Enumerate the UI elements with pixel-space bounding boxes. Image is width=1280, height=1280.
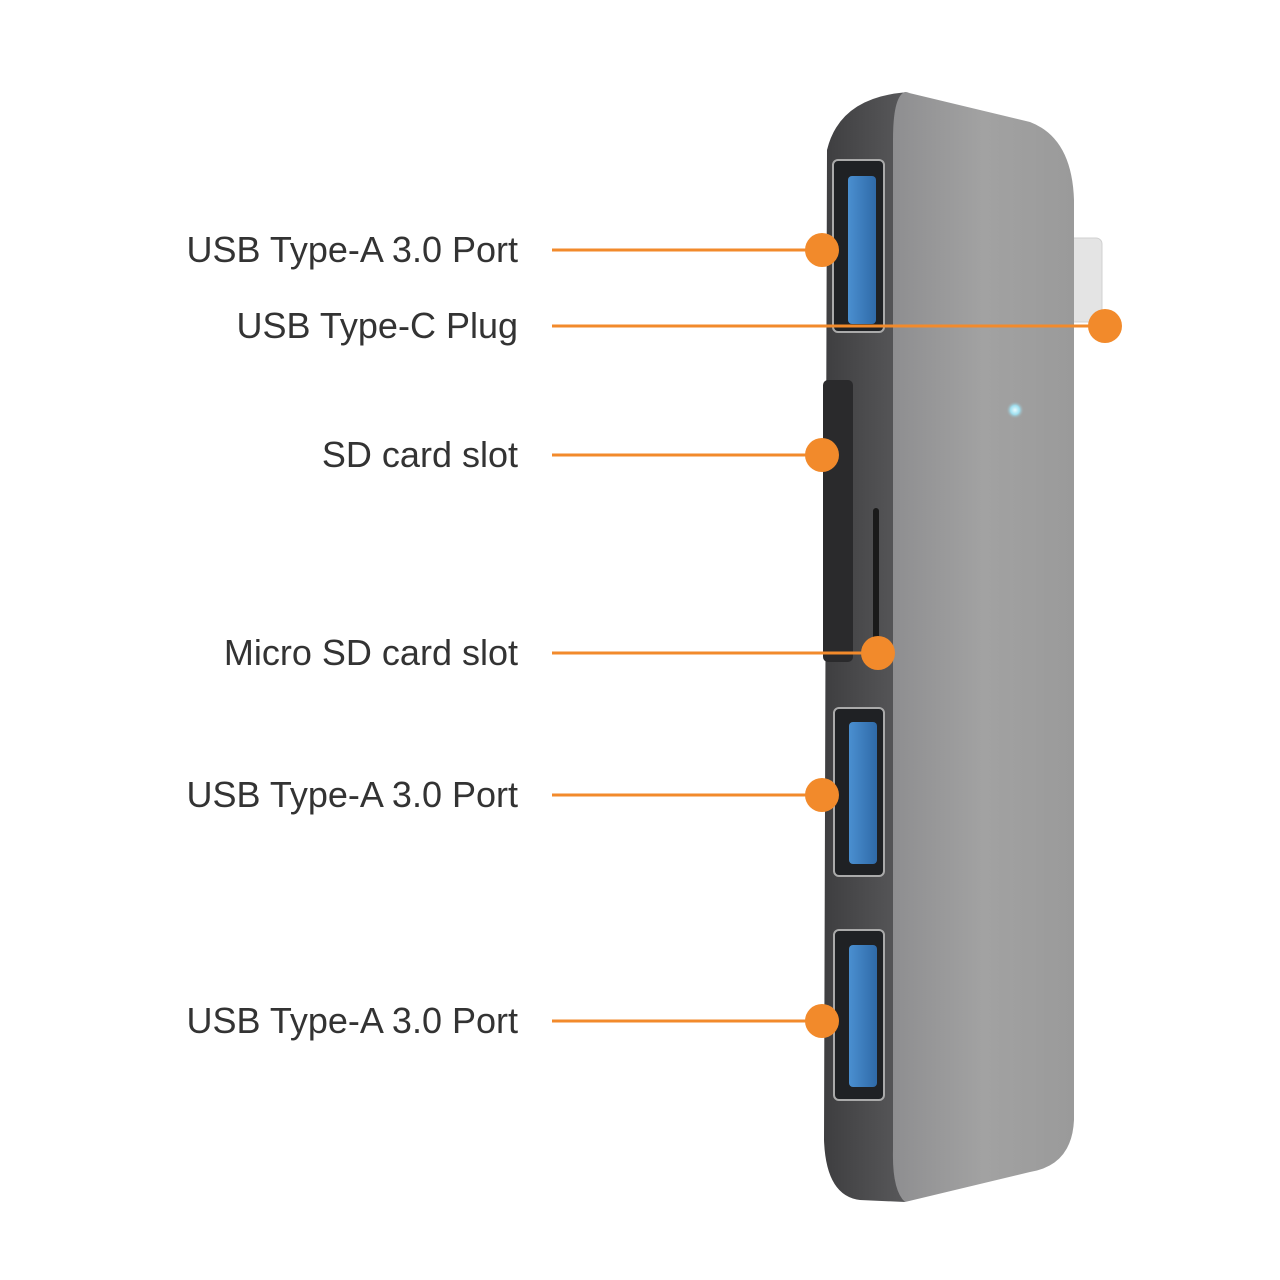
callout-dot-4 [861, 636, 895, 670]
callout-label-usb-a-1: USB Type-A 3.0 Port [186, 229, 518, 270]
callout-dot-2 [1088, 309, 1122, 343]
micro-sd-slot [873, 508, 879, 660]
callout-label-sd: SD card slot [321, 434, 518, 475]
callout-label-usb-a-3: USB Type-A 3.0 Port [186, 1000, 518, 1041]
callout-label-usb-c: USB Type-C Plug [236, 305, 518, 346]
usb-a-port-1 [832, 159, 885, 333]
usb-a-port-3 [833, 929, 885, 1101]
status-led [1006, 401, 1024, 419]
callout-dot-3 [805, 438, 839, 472]
callout-dot-5 [805, 778, 839, 812]
sd-card-slot [823, 380, 853, 662]
hub-face [892, 92, 1074, 1202]
usb-a-port-2 [833, 707, 885, 877]
callout-label-usb-a-2: USB Type-A 3.0 Port [186, 774, 518, 815]
callout-label-micro-sd: Micro SD card slot [223, 632, 518, 673]
callout-dot-6 [805, 1004, 839, 1038]
callout-dot-1 [805, 233, 839, 267]
